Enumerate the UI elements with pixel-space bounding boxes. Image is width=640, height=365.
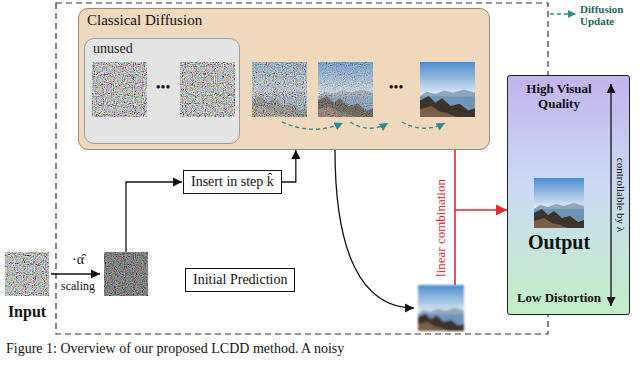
edge-label: linear combination [433, 179, 449, 277]
diffusion-fill [78, 8, 490, 150]
legend-sample [550, 13, 576, 14]
diffusion-images [252, 62, 475, 117]
prediction-box: Initial Prediction [185, 268, 295, 292]
legend-entry: Diffusion Update [580, 3, 636, 27]
input-label: Input [5, 303, 49, 321]
connector [455, 150, 507, 210]
scale-factor: ·α̂ [72, 252, 84, 268]
connector [282, 150, 296, 182]
scaling-arrow [51, 273, 100, 274]
box-text: Output [512, 231, 606, 254]
prediction-image [418, 285, 464, 331]
insert-line [126, 182, 182, 252]
output-box: High Visual QualityOutputLow Distortion [507, 75, 630, 315]
ellipsis: ••• [389, 80, 404, 96]
box-text: Low Distortion [512, 291, 606, 306]
box-heading: unused [93, 41, 133, 57]
box-heading: Initial Prediction [193, 272, 287, 288]
unused-noise-images [92, 62, 235, 117]
box-heading: Classical Diffusion [87, 12, 202, 29]
scaling-label: scaling [61, 279, 95, 294]
box-heading: Insert in step k̂ [191, 174, 274, 190]
method-frame [56, 3, 548, 334]
combination-line [454, 210, 456, 285]
insert-box: Insert in step k̂ [183, 170, 282, 194]
figure-caption: Figure 1: Overview of our proposed LCDD … [6, 341, 344, 357]
legend-text: Diffusion Update [580, 3, 636, 27]
unused-fill [84, 38, 240, 144]
input-images [5, 252, 148, 296]
prediction-arrow [335, 150, 414, 308]
diffusion-box: Classical Diffusion unused [78, 8, 490, 150]
control-label: controllable by λ [615, 158, 627, 232]
output-fill [507, 75, 630, 315]
diffusion-update-arrows [282, 122, 445, 129]
box-heading: High Visual Quality [512, 82, 606, 112]
control-arrow [610, 84, 611, 306]
ellipsis: ••• [156, 80, 171, 96]
output-image [534, 178, 584, 228]
